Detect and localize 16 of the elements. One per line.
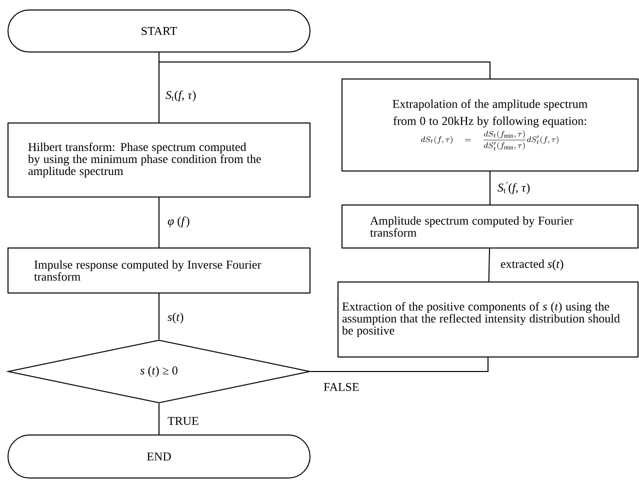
connector-line [158,403,160,435]
edge-label: TRUE [166,416,200,426]
connector-line [310,357,488,372]
edge-label: extracted s(t) [500,258,565,272]
connector-line [158,52,490,79]
process-box: Impulse response computed by Inverse Fourier transform [8,248,310,294]
process-box: Extraction of the positive components of s (t) using the assumption that the reflected intensity distribution should be positive [338,282,638,358]
connector-line [158,293,160,340]
process-box: Hilbert transform: Phase spectrum computed by using the minimum phase condition from the amplitude spectrum [8,122,310,198]
edge-label: φ (f) [166,216,191,228]
process-box: Amplitude spectrum computed by Fourier transform [342,204,638,248]
process-box: Extrapolation of the amplitude spectrum from 0 to 20kHz by following equation: $dS_t(f,\tau)=\frac{dS_t(f_{\min},\tau)}{dS_t'(f_{\min},\tau)}dS_t'(f,\tau)$ [342,78,638,172]
edge-label: s(t) [166,312,185,324]
connector-line [488,248,490,282]
edge-label: FALSE [322,382,360,392]
connector-line [158,197,160,248]
